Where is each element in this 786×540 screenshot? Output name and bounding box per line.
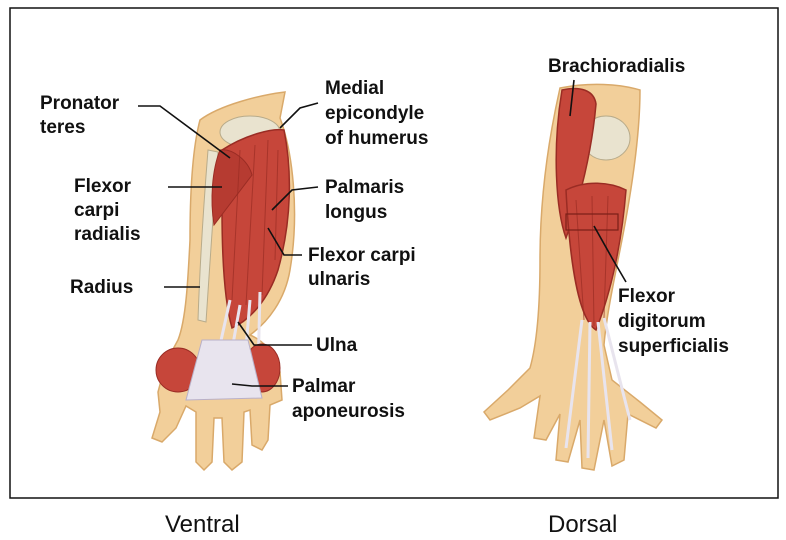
label-medial-epicondyle-line-1: Medial — [325, 78, 384, 99]
label-pronator-teres-line-2: teres — [40, 117, 85, 138]
label-flexor-carpi-ulnaris-line-1: Flexor carpi — [308, 245, 416, 266]
label-medial-epicondyle-line-2: epicondyle — [325, 103, 424, 124]
label-palmaris-longus-line-2: longus — [325, 202, 387, 223]
label-pronator-teres-line-1: Pronator — [40, 93, 120, 114]
caption-dorsal: Dorsal — [548, 511, 617, 538]
label-medial-epicondyle-line-3: of humerus — [325, 128, 428, 149]
caption-ventral: Ventral — [165, 511, 240, 538]
label-radius: Radius — [70, 277, 133, 298]
label-flexor-carpi-radialis-line-2: carpi — [74, 200, 119, 221]
label-flexor-carpi-radialis-line-1: Flexor — [74, 176, 132, 197]
label-palmar-aponeurosis-line-2: aponeurosis — [292, 401, 405, 422]
label-flexor-digitorum-line-3: superficialis — [618, 336, 729, 357]
label-palmar-aponeurosis-line-1: Palmar — [292, 376, 356, 397]
label-brachioradialis: Brachioradialis — [548, 56, 685, 77]
label-flexor-digitorum-line-2: digitorum — [618, 311, 706, 332]
label-ulna: Ulna — [316, 335, 358, 356]
label-flexor-carpi-radialis-line-3: radialis — [74, 224, 141, 245]
label-flexor-digitorum-line-1: Flexor — [618, 286, 676, 307]
label-palmaris-longus-line-1: Palmaris — [325, 177, 404, 198]
label-flexor-carpi-ulnaris-line-2: ulnaris — [308, 269, 370, 290]
